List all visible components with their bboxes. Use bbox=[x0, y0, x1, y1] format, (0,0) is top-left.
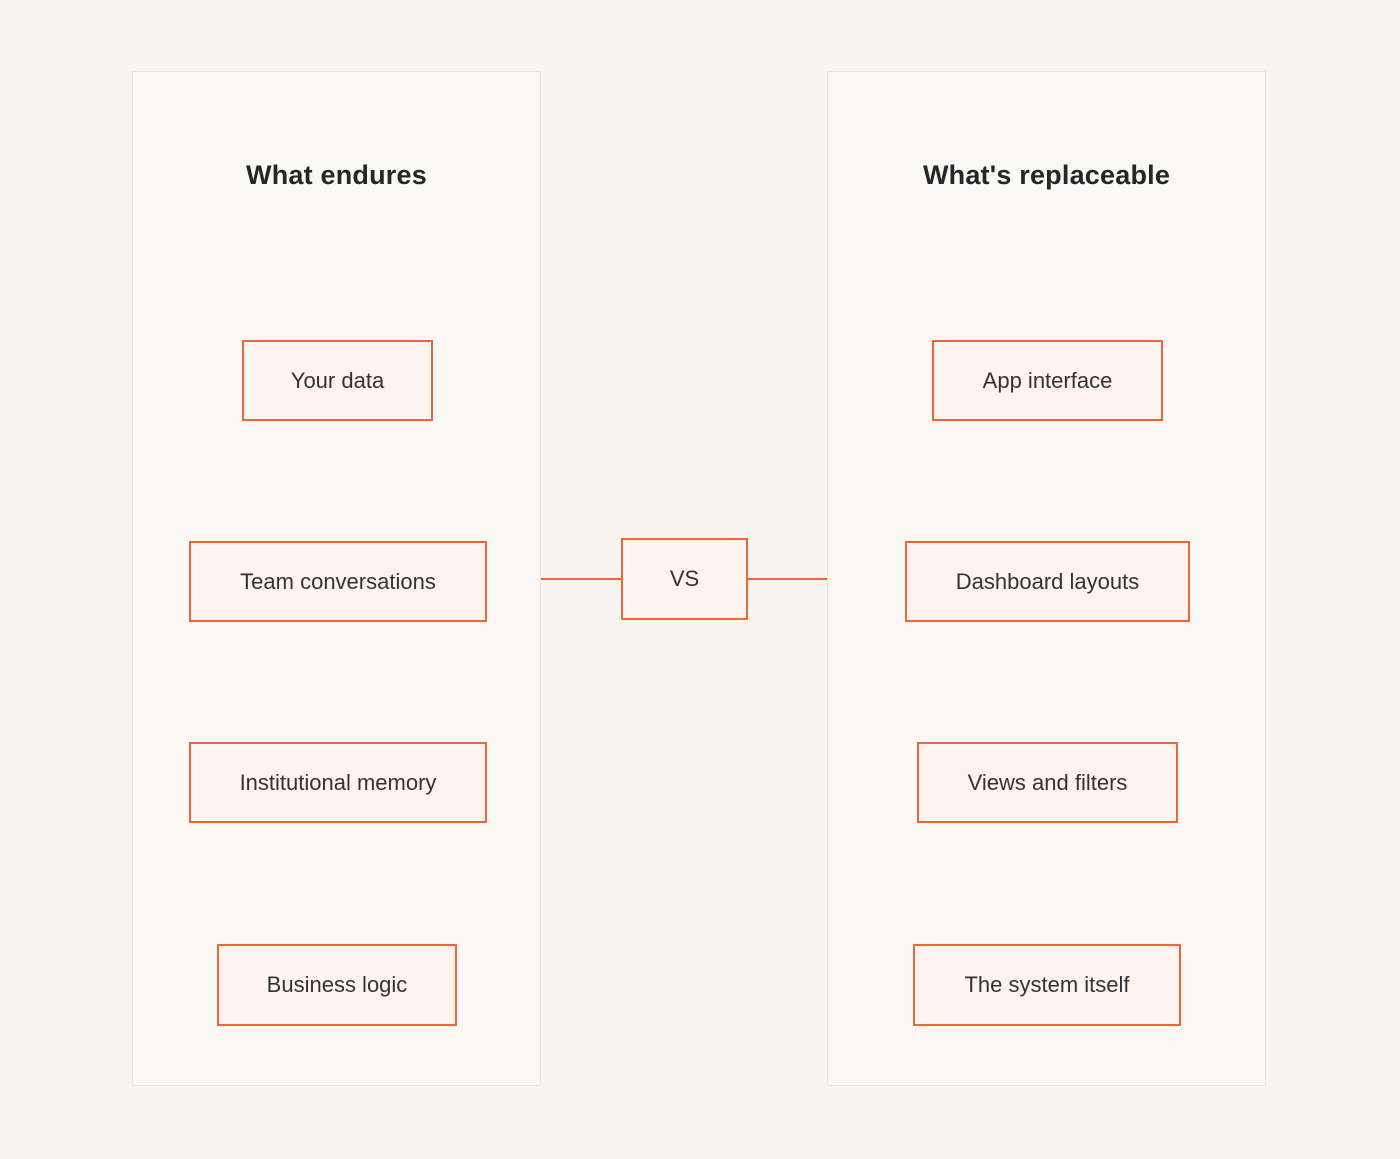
panel-title-what-endures: What endures bbox=[246, 160, 427, 190]
node-label: Views and filters bbox=[967, 769, 1128, 795]
node-vs: VS bbox=[621, 538, 748, 620]
node-your-data: Your data bbox=[242, 340, 433, 421]
node-label: Institutional memory bbox=[239, 769, 437, 795]
vs-label: VS bbox=[669, 566, 700, 591]
node-dashboard-layouts: Dashboard layouts bbox=[905, 541, 1190, 622]
node-the-system-itself: The system itself bbox=[913, 944, 1181, 1026]
node-institutional-memory: Institutional memory bbox=[189, 742, 487, 823]
node-label: Dashboard layouts bbox=[955, 568, 1140, 594]
node-business-logic: Business logic bbox=[217, 944, 457, 1026]
panel-title-whats-replaceable: What's replaceable bbox=[922, 160, 1171, 190]
node-app-interface: App interface bbox=[932, 340, 1163, 421]
node-label: Business logic bbox=[266, 972, 408, 997]
node-label: App interface bbox=[982, 367, 1113, 393]
node-views-and-filters: Views and filters bbox=[917, 742, 1178, 823]
node-label: The system itself bbox=[964, 972, 1130, 997]
node-team-conversations: Team conversations bbox=[189, 541, 487, 622]
node-label: Your data bbox=[290, 367, 385, 393]
node-label: Team conversations bbox=[240, 568, 436, 594]
